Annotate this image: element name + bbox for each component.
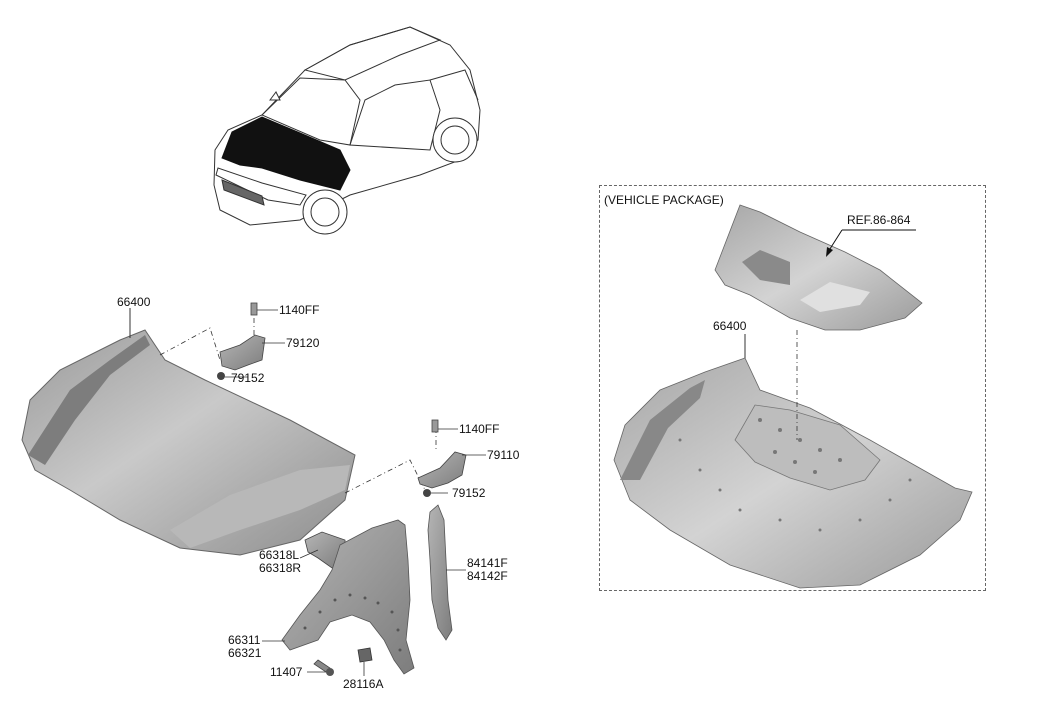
- hinge-left: [217, 302, 285, 380]
- hood-panel: [21, 308, 356, 556]
- label-clip: 28116A: [343, 677, 384, 691]
- label-hood: 66400: [117, 295, 151, 309]
- label-fender-1: 66311: [228, 633, 261, 647]
- vehicle-package-title: (VEHICLE PACKAGE): [604, 193, 724, 207]
- label-seal-f2: 84142F: [467, 569, 508, 583]
- label-screw: 11407: [270, 665, 303, 679]
- fasteners: [307, 647, 373, 676]
- car-illustration: [213, 26, 481, 235]
- label-bolt-mid: 1140FF: [459, 422, 500, 436]
- hood-highlight: [221, 116, 351, 191]
- hood-insulator: [714, 204, 923, 331]
- label-bolt-top: 1140FF: [279, 303, 320, 317]
- label-hinge-left: 79120: [286, 336, 320, 350]
- label-bracket-r: 66318R: [259, 561, 302, 575]
- hood-inner-panel: [613, 330, 973, 589]
- label-seal-f1: 84141F: [467, 556, 508, 570]
- label-bracket-l: 66318L: [259, 548, 300, 562]
- label-hinge-right: 79110: [487, 448, 520, 462]
- label-fender-2: 66321: [228, 646, 262, 660]
- ref-label: REF.86-864: [847, 213, 911, 227]
- label-nut-right: 79152: [452, 486, 486, 500]
- vehicle-package-frame: [599, 185, 986, 591]
- fender-seal: [427, 504, 466, 641]
- hinge-right: [417, 419, 486, 497]
- label-hood-package: 66400: [713, 319, 747, 333]
- label-nut-left: 79152: [231, 371, 265, 385]
- front-fender: [262, 519, 415, 675]
